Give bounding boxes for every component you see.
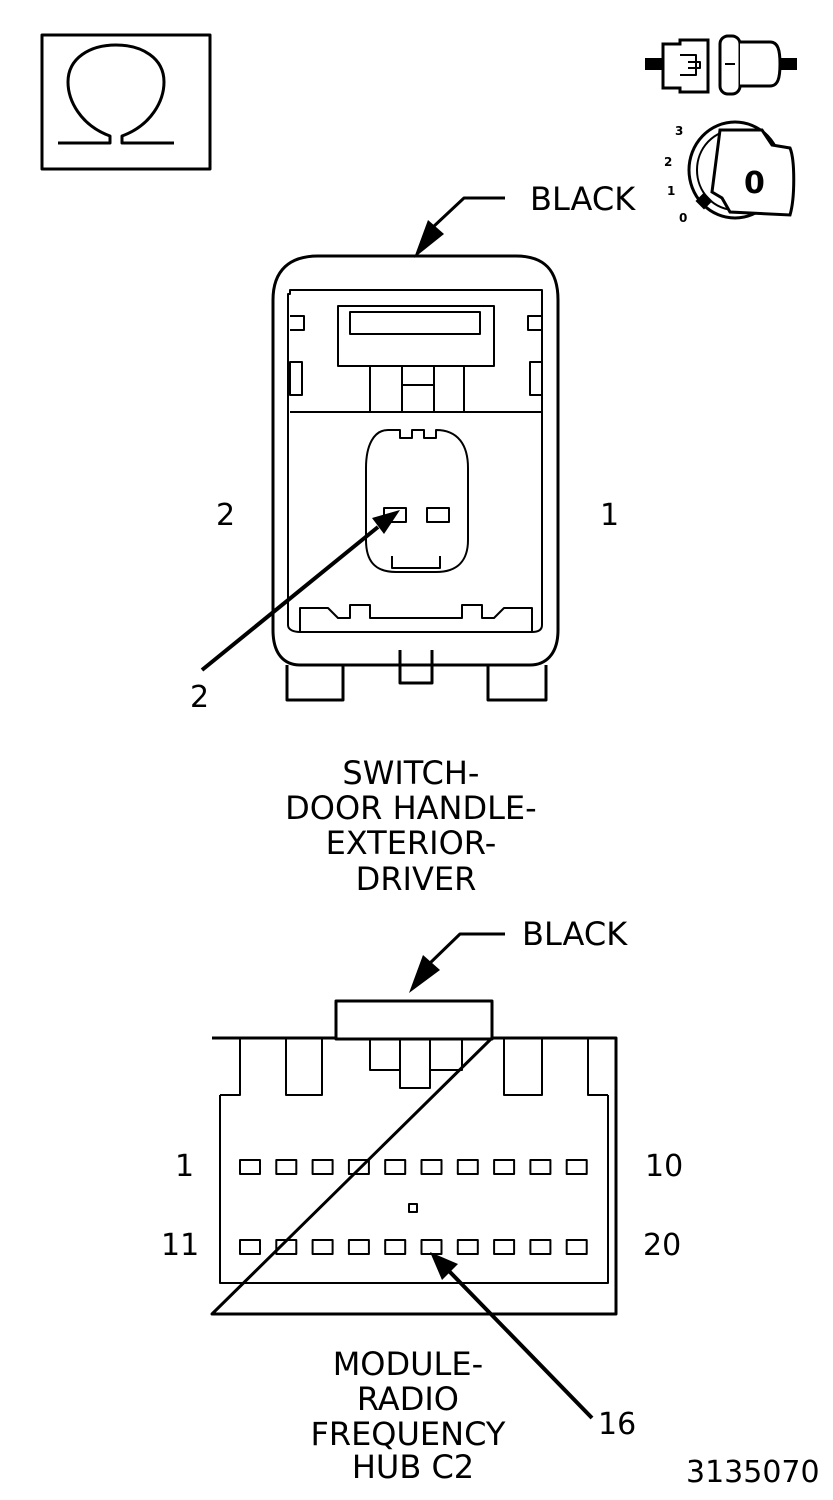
cavity-11 — [239, 1239, 261, 1255]
top-connector-name: SWITCH- DOOR HANDLE- EXTERIOR- DRIVER — [285, 754, 547, 898]
cavity-1 — [239, 1159, 261, 1175]
cavity-6 — [420, 1159, 443, 1175]
ignition-position-2: 2 — [664, 155, 672, 169]
top-color-label: BLACK — [530, 180, 636, 218]
ignition-position-0: 0 — [679, 211, 687, 225]
key-position-label: 0 — [744, 166, 765, 201]
cavity-row-bottom — [239, 1239, 588, 1255]
cavity-15 — [384, 1239, 407, 1255]
cavity-18 — [493, 1239, 516, 1255]
bottom-color-label: BLACK — [522, 915, 628, 953]
cavity-3 — [311, 1159, 334, 1175]
bottom-callout-pin-number: 16 — [598, 1407, 636, 1442]
cavity-7 — [456, 1159, 479, 1175]
bottom-pin-label-11: 11 — [161, 1228, 199, 1263]
cavity-5 — [384, 1159, 407, 1175]
door-handle-switch-connector: BLACK 2 1 2 — [190, 180, 636, 898]
cavity-19 — [529, 1239, 552, 1255]
disconnected-connector-icon — [645, 34, 797, 96]
ignition-key-off-icon: 3 2 1 0 0 — [664, 120, 796, 225]
rf-hub-c2-connector: BLACK 1 10 11 20 16 MODULE- RADIO FREQUE… — [161, 915, 683, 1486]
top-callout-pin-number: 2 — [190, 680, 209, 715]
bottom-pin-callout: 16 — [430, 1252, 636, 1442]
cavity-2 — [275, 1159, 298, 1175]
top-pin-callout: 2 — [190, 510, 400, 715]
figure-number: 3135070 — [686, 1455, 820, 1490]
cavity-8 — [493, 1159, 516, 1175]
ignition-position-1: 1 — [667, 184, 675, 198]
cavity-row-top — [239, 1159, 588, 1175]
cavity-20 — [565, 1239, 588, 1255]
cavity-14 — [347, 1239, 370, 1255]
bottom-color-callout: BLACK — [409, 915, 628, 993]
top-color-callout: BLACK — [414, 180, 636, 258]
top-cavity-1 — [426, 507, 450, 523]
cavity-17 — [456, 1239, 479, 1255]
ohm-meter-icon — [40, 33, 212, 171]
top-pin-label-1: 1 — [600, 498, 619, 533]
cavity-9 — [529, 1159, 552, 1175]
bottom-pin-label-10: 10 — [645, 1149, 683, 1184]
cavity-10 — [565, 1159, 588, 1175]
ignition-position-3: 3 — [675, 124, 683, 138]
cavity-16 — [420, 1239, 443, 1255]
bottom-connector-name: MODULE- RADIO FREQUENCY HUB C2 — [310, 1345, 515, 1486]
bottom-pin-label-20: 20 — [643, 1228, 681, 1263]
keying-dot — [408, 1203, 418, 1213]
cavity-13 — [311, 1239, 334, 1255]
cavity-12 — [275, 1239, 298, 1255]
top-pin-label-2: 2 — [216, 498, 235, 533]
bottom-pin-label-1: 1 — [175, 1149, 194, 1184]
cavity-4 — [347, 1159, 370, 1175]
